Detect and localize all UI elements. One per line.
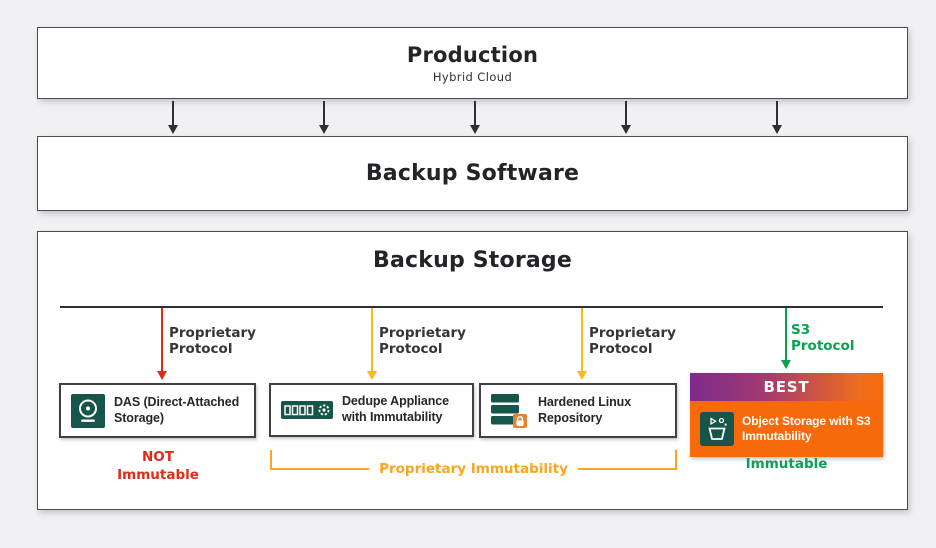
immutable-note: Immutable — [745, 456, 828, 472]
bracket-tick-right — [675, 450, 677, 470]
protocol-label: Proprietary Protocol — [589, 325, 676, 358]
dedupe-appliance-icon — [281, 401, 333, 419]
dedupe-appliance-label: Dedupe Appliance with Immutability — [342, 394, 449, 424]
backup-storage-title: Backup Storage — [373, 248, 572, 273]
proprietary-immutability-note: Proprietary Immutability — [379, 461, 568, 477]
das-option: DAS (Direct-Attached Storage) — [59, 383, 256, 438]
bracket-line-left — [272, 468, 370, 470]
hardened-linux-label: Hardened Linux Repository — [538, 394, 632, 425]
production-title: Production — [406, 42, 539, 67]
bracket-tick-left — [270, 450, 272, 470]
protocol-label: Proprietary Protocol — [379, 325, 466, 358]
object-storage-body: Object Storage with S3 Immutability — [690, 401, 883, 457]
down-arrow-icon — [470, 101, 480, 134]
best-badge-label: BEST — [763, 378, 810, 396]
down-arrow-icon — [772, 101, 782, 134]
disk-drive-icon — [71, 393, 105, 428]
hardened-linux-option: Hardened Linux Repository — [479, 383, 677, 438]
storage-bus-line — [60, 306, 883, 308]
backup-storage-box: Backup Storage Proprietary Protocol Prop… — [37, 231, 908, 510]
down-arrow-icon — [621, 101, 631, 134]
das-label: DAS (Direct-Attached Storage) — [114, 394, 240, 425]
green-down-arrow-icon — [781, 308, 791, 369]
bracket-row: Proprietary Immutability — [272, 461, 676, 477]
proprietary-immutability-bracket: Proprietary Immutability — [270, 450, 677, 477]
bracket-line-right — [577, 468, 676, 470]
object-storage-label: Object Storage with S3 Immutability — [742, 414, 871, 443]
production-subtitle: Hybrid Cloud — [432, 69, 513, 84]
object-storage-bucket-icon — [700, 412, 734, 446]
yellow-down-arrow-icon — [577, 308, 587, 380]
yellow-down-arrow-icon — [367, 308, 377, 380]
best-badge: BEST — [690, 373, 883, 401]
backup-software-box: Backup Software — [37, 136, 908, 211]
down-arrow-icon — [168, 101, 178, 134]
hardened-repo-icon — [491, 393, 529, 428]
s3-protocol-label: S3 Protocol — [791, 322, 855, 355]
object-storage-option: BEST Object Storage with S3 Immutability — [690, 373, 883, 457]
protocol-label: Proprietary Protocol — [169, 325, 256, 358]
not-immutable-note: NOT Immutable — [117, 449, 199, 483]
backup-software-title: Backup Software — [365, 161, 580, 186]
production-box: Production Hybrid Cloud — [37, 27, 908, 99]
down-arrow-icon — [319, 101, 329, 134]
dedupe-appliance-option: Dedupe Appliance with Immutability — [269, 383, 474, 437]
red-down-arrow-icon — [157, 308, 167, 380]
